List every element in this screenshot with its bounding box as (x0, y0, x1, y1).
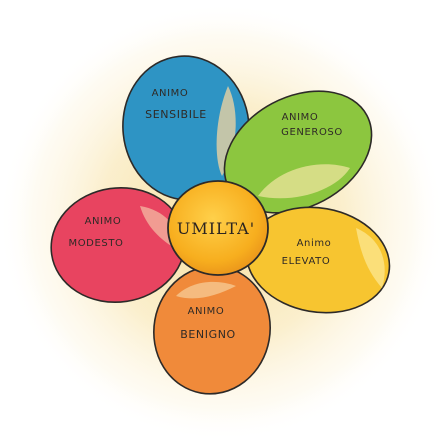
petal-elevato-word: Animo (297, 238, 332, 249)
petal-generoso-word: ANIMO (282, 112, 319, 123)
petal-modesto-word: ANIMO (85, 216, 122, 227)
center-label: UMILTA' (177, 219, 255, 238)
petal-elevato-label: ELEVATO (282, 256, 331, 267)
petal-benigno-word: ANIMO (188, 306, 225, 317)
petal-benigno: ANIMO BENIGNO (153, 265, 271, 395)
petal-modesto-label: MODESTO (68, 238, 123, 249)
petal-elevato-highlight (356, 228, 385, 288)
petal-sensibile-label: SENSIBILE (145, 108, 207, 121)
flower-center-shape (167, 180, 269, 276)
flower-center: UMILTA' (167, 180, 269, 276)
petal-benigno-label: BENIGNO (180, 328, 236, 341)
petal-generoso-label: GENEROSO (281, 127, 343, 138)
petal-generoso-highlight (258, 164, 350, 199)
petal-elevato: Animo ELEVATO (245, 206, 391, 314)
petal-benigno-highlight (176, 281, 236, 299)
petal-sensibile-word: ANIMO (152, 88, 189, 99)
